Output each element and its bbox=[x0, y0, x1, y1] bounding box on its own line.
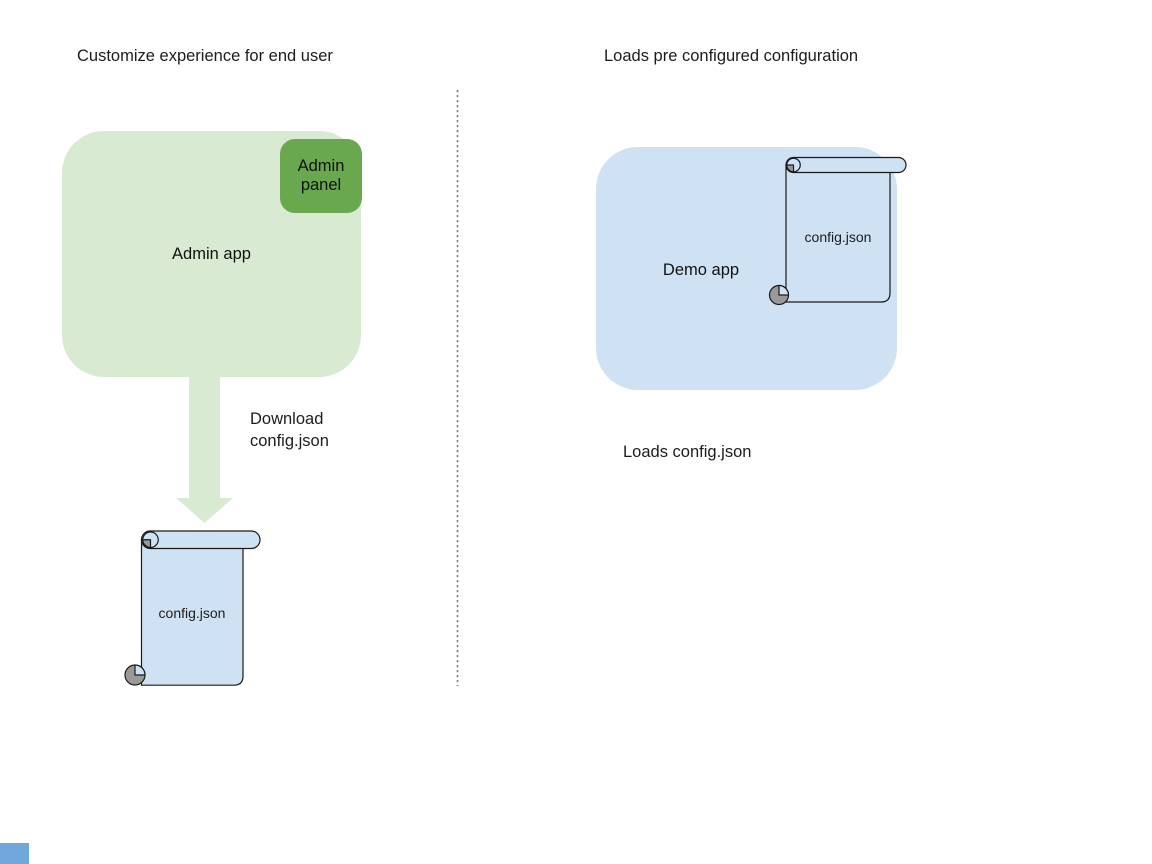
download-arrow-icon bbox=[176, 376, 233, 523]
scroll-top-curl-shade bbox=[142, 539, 152, 549]
clipped-blue-shape bbox=[0, 843, 29, 864]
download-config-label-line1: Download bbox=[250, 410, 324, 428]
demo-app-label: Demo app bbox=[662, 261, 740, 279]
right-section-title: Loads pre configured configuration bbox=[604, 47, 859, 65]
config-json-label-right: config.json bbox=[804, 229, 872, 245]
scroll-bottom-curl-highlight bbox=[134, 664, 146, 676]
admin-panel-shape: Admin panel bbox=[280, 139, 362, 213]
scroll-top-roll bbox=[140, 530, 261, 550]
scroll-top-curl bbox=[142, 531, 159, 549]
download-config-label: Download config.json bbox=[250, 408, 329, 452]
config-json-label-left: config.json bbox=[158, 605, 226, 621]
admin-app-label: Admin app bbox=[172, 244, 251, 263]
scroll-bottom-curl bbox=[124, 664, 146, 686]
left-section-title: Customize experience for end user bbox=[77, 47, 333, 65]
loads-config-caption: Loads config.json bbox=[623, 443, 752, 461]
admin-panel-label: Admin panel bbox=[297, 156, 345, 194]
download-config-label-line2: config.json bbox=[250, 432, 329, 450]
